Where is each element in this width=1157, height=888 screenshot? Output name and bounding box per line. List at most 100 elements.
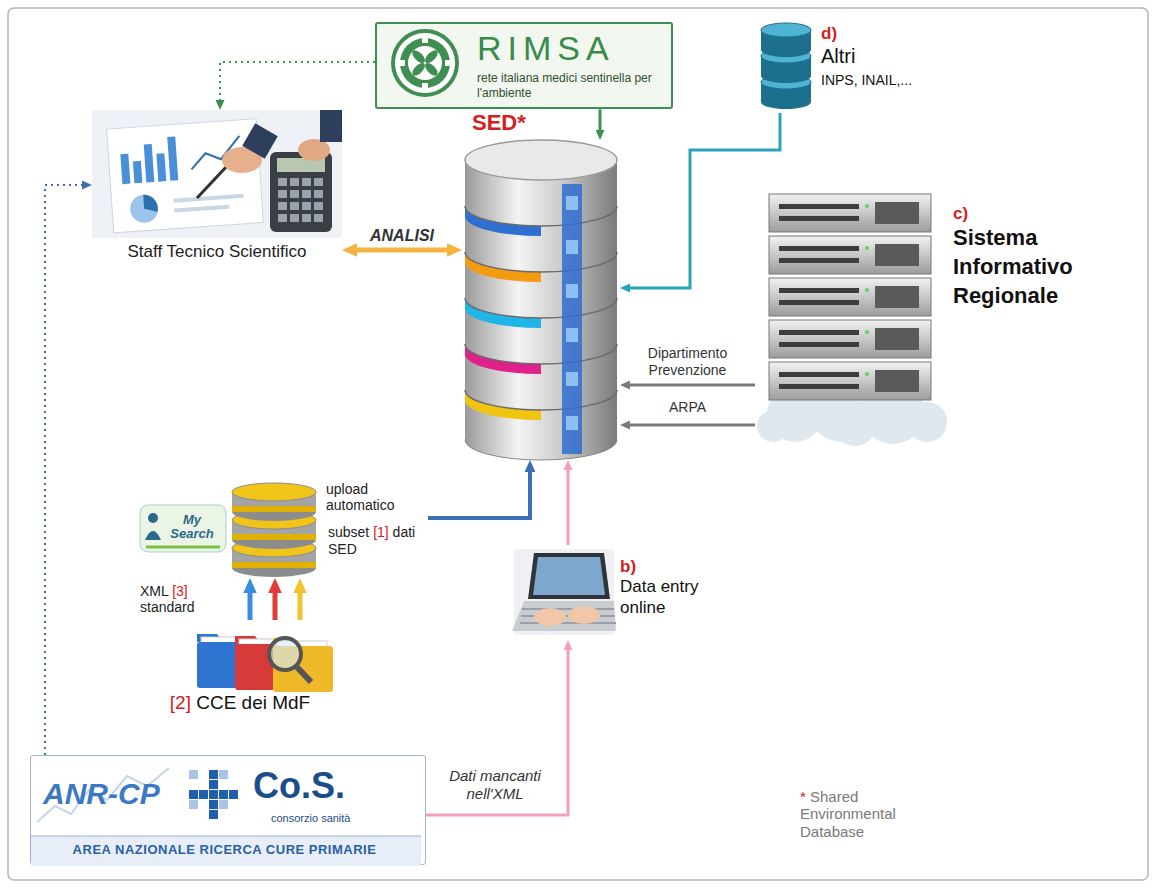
drawing-part (209, 780, 218, 789)
drawing-part (393, 31, 457, 95)
drawing-part (779, 330, 859, 335)
drawing-part (761, 23, 811, 37)
text-part: My Search (170, 512, 213, 541)
logo-title: Co.S. (253, 764, 345, 807)
drawing-part (907, 402, 947, 442)
drawing-part (779, 288, 859, 293)
drawing-part (528, 553, 610, 599)
drawing-part (143, 194, 158, 213)
logo-box: RIMSArete italiana medici sentinella per… (375, 22, 673, 109)
connector (357, 248, 447, 253)
text-part: Altri (821, 45, 855, 67)
text-part: INPS, INAIL,... (821, 72, 912, 88)
drawing-part (278, 202, 287, 210)
drawing-part (393, 31, 457, 95)
drawing-part (422, 83, 428, 93)
drawing-part (779, 216, 859, 221)
drawing-part (833, 402, 877, 446)
text-part: * (800, 788, 806, 805)
drawing-part (562, 184, 582, 454)
text-part: b) (620, 557, 636, 576)
drawing-part (37, 768, 169, 822)
drawing-part (875, 286, 919, 308)
text-part: [3] (172, 583, 188, 599)
connector (220, 62, 375, 100)
drawing-part (769, 236, 931, 274)
connector (45, 185, 82, 755)
drawing-part (465, 390, 617, 410)
drawing-part (290, 190, 299, 198)
text-part: Data entry online (620, 577, 698, 616)
drawing-part (395, 60, 405, 66)
regional-system-picture (755, 188, 1140, 443)
drawing-part (769, 320, 931, 358)
drawing-part (566, 372, 578, 386)
item-letter: b) (620, 557, 730, 577)
drawing-part (779, 372, 859, 377)
drawing-part (465, 298, 541, 328)
drawing-part (769, 362, 931, 400)
drawing-part (302, 178, 311, 186)
drawing-part (189, 800, 198, 809)
drawing-part (174, 205, 229, 213)
drawing-part (568, 606, 600, 624)
search-icon-head (148, 513, 158, 523)
text-part: Dati mancanti nell'XML (449, 767, 541, 802)
drawing-part (533, 557, 605, 595)
drawing-part (422, 33, 428, 43)
drawing-part (189, 790, 198, 799)
connector (630, 424, 755, 427)
item-letter: c) (953, 204, 1136, 224)
drawing-part (779, 384, 859, 389)
text-part: AREA NAZIONALE RICERCA CURE PRIMARIE (73, 842, 377, 857)
connector-label: Dati mancanti nell'XML (430, 767, 560, 803)
drawing-part (522, 608, 614, 610)
drawing-part (875, 202, 919, 224)
drawing-part (232, 562, 316, 568)
text-part: XML (140, 583, 172, 599)
drawing-part (31, 836, 421, 837)
text-part: * (517, 110, 526, 135)
text-part: Co.S. (253, 765, 345, 806)
drawing-part (779, 342, 859, 347)
drawing-part (120, 154, 130, 184)
drawing-part (865, 204, 869, 208)
drawing-part (278, 178, 287, 186)
drawing-part (167, 136, 178, 180)
text-part: RIMSA (477, 29, 615, 67)
drawing-part (219, 800, 228, 809)
node-title: Data entry online (620, 577, 730, 618)
node-title: [2] CCE dei MdF (137, 692, 343, 715)
drawing-part (423, 48, 440, 65)
search-logo-text: My Search (166, 513, 218, 542)
connector-label: ANALISI (357, 226, 447, 245)
text-part: ARPA (669, 399, 706, 415)
outer-frame (8, 8, 1148, 880)
footnote: * Shared Environmental Database (800, 788, 920, 840)
drawing-part (865, 372, 869, 376)
drawing-part (278, 190, 287, 198)
drawing-part (107, 119, 264, 233)
drawing-part (209, 800, 218, 809)
drawing-part (400, 38, 450, 88)
drawing-part (156, 153, 166, 181)
node-title: Sistema Informativo Regionale (953, 224, 1136, 310)
drawing-part (290, 178, 299, 186)
database-caption: subset [1] dati SED (328, 524, 424, 558)
drawing-part (465, 206, 541, 236)
drawing-part (219, 770, 228, 779)
search-icon-swoosh (146, 546, 220, 549)
drawing-part (189, 770, 198, 779)
drawing-part (107, 119, 264, 233)
drawing-part (144, 144, 155, 182)
connector (567, 470, 570, 545)
node-title: Staff Tecnico Scientifico (94, 242, 340, 262)
drawing-part (232, 534, 316, 540)
drawing-part (865, 330, 869, 334)
drawing-part (209, 810, 218, 819)
connector-label: ARPA (625, 399, 750, 416)
database-source: d)AltriINPS, INAIL,... (755, 18, 955, 113)
drawing-part (302, 190, 311, 198)
drawing-part (465, 344, 541, 374)
